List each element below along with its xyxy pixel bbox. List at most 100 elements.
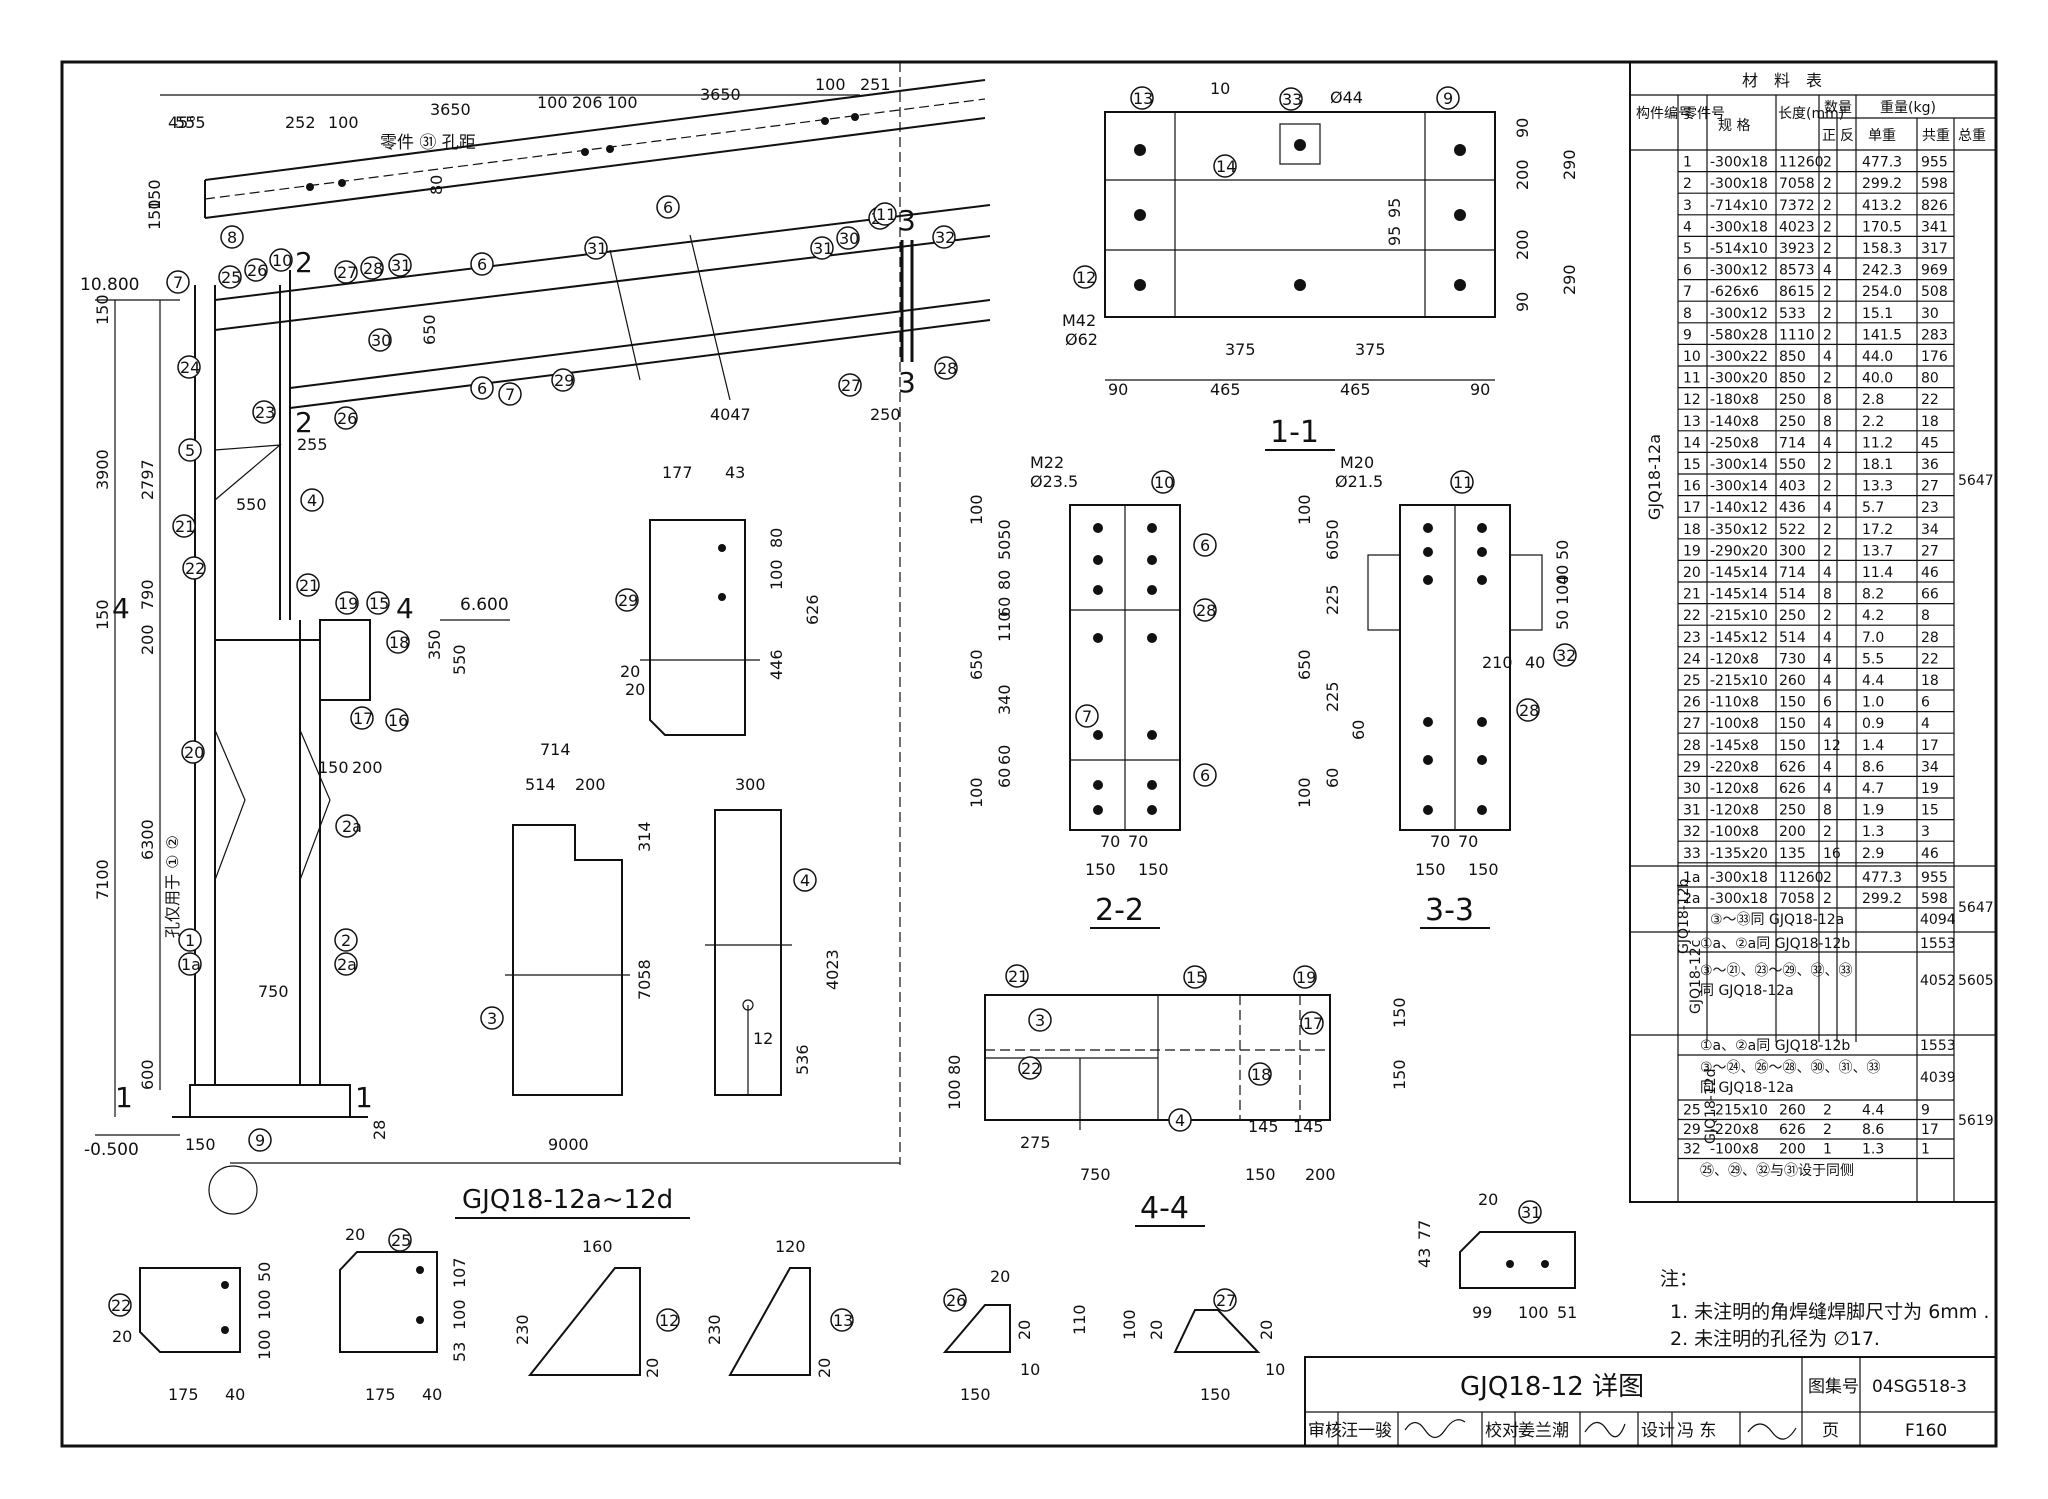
section-2-2: M22 Ø23.5 100 5050 80 60 110 650 340 60 … [967, 453, 1217, 929]
table-cell: 29 [1683, 759, 1701, 775]
tb-page-no: F160 [1905, 1421, 1947, 1441]
p31-balloon: 31 [1521, 1203, 1541, 1222]
p12-w: 160 [582, 1237, 613, 1256]
table-cell: 141.5 [1862, 327, 1902, 343]
group-c-note1-total: 1553 [1920, 936, 1956, 952]
table-cell: 8 [1823, 392, 1832, 408]
table-cell: 0.9 [1862, 716, 1884, 732]
table-cell: 150 [1779, 716, 1806, 732]
s33-h2: 70 [1458, 832, 1478, 851]
table-cell: 626 [1779, 781, 1806, 797]
p25-balloon: 25 [391, 1231, 411, 1250]
s11-in1: 95 [1385, 198, 1404, 218]
balloon-10: 10 [272, 251, 292, 270]
table-cell: -145x12 [1710, 630, 1768, 646]
s33-bolt: M20 [1340, 453, 1374, 472]
table-cell: 8 [1823, 414, 1832, 430]
table-cell: -220x8 [1710, 1122, 1759, 1138]
table-cell: -300x18 [1710, 891, 1768, 907]
s44-d3: 275 [1020, 1133, 1051, 1152]
beam-dim-d1: 555 [175, 113, 206, 132]
s22-balloon-6a: 6 [1200, 536, 1210, 555]
elevation-mid: 6.600 [460, 595, 509, 615]
table-cell: 8 [1921, 608, 1930, 624]
table-cell: 8 [1823, 587, 1832, 603]
s44-balloon-18: 18 [1251, 1065, 1271, 1084]
table-cell: 36 [1921, 457, 1939, 473]
p4-h2: 536 [793, 1044, 812, 1075]
table-cell: 4 [1823, 565, 1832, 581]
table-cell: -514x10 [1710, 241, 1768, 257]
table-cell: 1 [1823, 1142, 1832, 1158]
frame-w12: 350 [425, 629, 444, 660]
p29-c1: 20 [620, 662, 640, 681]
table-cell: -300x18 [1710, 219, 1768, 235]
table-cell: 80 [1921, 371, 1939, 387]
table-cell: 18 [1921, 673, 1939, 689]
table-cell: 3923 [1779, 241, 1815, 257]
s11-b2: 375 [1355, 340, 1386, 359]
s22-bolts [1093, 523, 1157, 815]
table-cell: 34 [1921, 759, 1939, 775]
table-cell: -300x12 [1710, 263, 1768, 279]
p22-balloon: 22 [111, 1296, 131, 1315]
table-cell: 16 [1683, 479, 1701, 495]
table-cell: 10 [1683, 349, 1701, 365]
balloon-31b: 31 [587, 239, 607, 258]
p27-h3: 20 [1257, 1320, 1276, 1340]
tb-page-label: 页 [1822, 1421, 1839, 1441]
s11-bolt: M42 [1062, 311, 1096, 330]
tb-review-name: 汪一骏 [1341, 1421, 1392, 1441]
table-cell: 22 [1921, 651, 1939, 667]
table-cell: 29 [1683, 1122, 1701, 1138]
s44-balloon-3: 3 [1035, 1011, 1045, 1030]
p29-h1: 80 [767, 528, 786, 548]
frame-w13: 550 [450, 644, 469, 675]
table-cell: -180x8 [1710, 392, 1759, 408]
table-cell: 7.0 [1862, 630, 1884, 646]
section-mark-3a: 3 [898, 204, 916, 237]
table-cell: 14 [1683, 435, 1701, 451]
notes-title: 注： [1660, 1268, 1698, 1290]
table-cell: 150 [1779, 738, 1806, 754]
balloon-2: 2 [341, 931, 351, 950]
s22-v9: 60 [995, 768, 1014, 788]
p13-balloon: 13 [833, 1311, 853, 1330]
frame-w5: 4047 [710, 405, 751, 424]
p3-balloon: 3 [487, 1009, 497, 1028]
tb-check-name: 姜兰潮 [1518, 1421, 1569, 1441]
p26-balloon: 26 [946, 1291, 966, 1310]
table-cell: 46 [1921, 565, 1939, 581]
p29-h3: 446 [767, 649, 786, 680]
s22-v4: 60 [995, 597, 1014, 617]
p29-w1: 177 [662, 463, 693, 482]
frame-balloons: 7 25 26 10 27 28 31 6 31 30 24 23 26 5 4… [166, 195, 958, 1152]
s33-r5: 210 [1482, 653, 1513, 672]
s33-v1: 100 [1295, 494, 1314, 525]
balloon-28b: 28 [937, 359, 957, 378]
table-cell: 2 [1823, 219, 1832, 235]
table-cell: 7058 [1779, 176, 1815, 192]
table-cell: -300x12 [1710, 306, 1768, 322]
table-cell: 11 [1683, 371, 1701, 387]
note-2: 2. 未注明的孔径为 ∅17. [1670, 1328, 1880, 1350]
table-cell: 158.3 [1862, 241, 1902, 257]
balloon-17: 17 [353, 709, 373, 728]
beam-dim-d4: 3650 [430, 100, 471, 119]
table-cell: 4 [1683, 219, 1692, 235]
p22-w1: 175 [168, 1385, 199, 1404]
table-cell: 2 [1823, 824, 1832, 840]
s11-b3: 90 [1108, 380, 1128, 399]
table-cell: -350x12 [1710, 522, 1768, 538]
column-hole-note: 孔仅用于 ① ② [163, 835, 182, 938]
beam-angle: 45° [168, 113, 196, 132]
beam-dim-d7: 100 [607, 93, 638, 112]
s33-v3: 225 [1323, 584, 1342, 615]
section-mark-2b: 2 [295, 406, 313, 439]
table-cell: 7058 [1779, 891, 1815, 907]
table-cell: 22 [1921, 392, 1939, 408]
table-cell: 4 [1823, 630, 1832, 646]
balloon-19: 19 [338, 594, 358, 613]
th-qty-pos: 正 [1822, 128, 1836, 144]
